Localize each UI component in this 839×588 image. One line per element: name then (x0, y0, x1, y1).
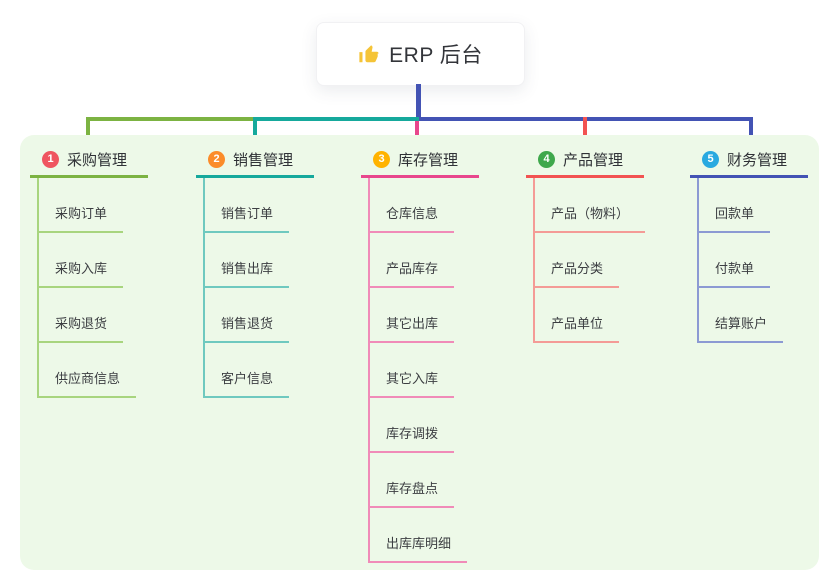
branch-item[interactable]: 产品单位 (533, 288, 645, 343)
branch-label: 财务管理 (727, 151, 788, 169)
root-node[interactable]: ERP 后台 (316, 22, 525, 86)
branch-item[interactable]: 结算账户 (697, 288, 784, 343)
connector-bus-left (86, 117, 255, 121)
branch-item-label: 销售出库 (203, 258, 290, 288)
branch-item[interactable]: 销售退货 (203, 288, 290, 343)
branch-item[interactable]: 采购订单 (37, 178, 136, 233)
branch: 1 采购管理 采购订单 采购入库 采购退货 供应商信息 (30, 143, 180, 398)
branch-number-badge: 2 (208, 150, 225, 168)
branch-number-badge: 1 (42, 150, 59, 168)
branches-panel: 1 采购管理 采购订单 采购入库 采购退货 供应商信息 2 销售管理 销售订单 … (20, 135, 819, 570)
root-label: ERP 后台 (389, 44, 483, 67)
branch-items: 产品（物料） 产品分类 产品单位 (533, 178, 646, 343)
branch-items: 销售订单 销售出库 销售退货 客户信息 (203, 178, 290, 398)
branch-title[interactable]: 5 财务管理 (690, 143, 808, 178)
branch-items: 仓库信息 产品库存 其它出库 其它入库 库存调拨 库存盘点 出库库明细 (368, 178, 468, 563)
branch-connector-line (368, 178, 370, 561)
branch-item[interactable]: 库存调拨 (368, 398, 467, 453)
branch-connector-line (533, 178, 535, 341)
branch-title[interactable]: 2 销售管理 (196, 143, 314, 178)
branch-item-label: 结算账户 (697, 313, 784, 343)
branch-item-label: 采购退货 (37, 313, 124, 343)
branch-item[interactable]: 销售出库 (203, 233, 290, 288)
branch-item-label: 其它入库 (368, 368, 455, 398)
branch-items: 采购订单 采购入库 采购退货 供应商信息 (37, 178, 137, 398)
branch-item[interactable]: 销售订单 (203, 178, 290, 233)
branch-item[interactable]: 产品库存 (368, 233, 467, 288)
branch-label: 销售管理 (233, 151, 294, 169)
branch-item-label: 供应商信息 (37, 368, 137, 398)
branch-item-label: 产品库存 (368, 258, 455, 288)
branch-number-badge: 5 (702, 150, 719, 168)
branch-item[interactable]: 客户信息 (203, 343, 290, 398)
branch-item-label: 产品单位 (533, 313, 620, 343)
branch-item-label: 仓库信息 (368, 203, 455, 233)
branch-item[interactable]: 采购退货 (37, 288, 136, 343)
branch-item[interactable]: 供应商信息 (37, 343, 137, 398)
branch-connector-line (697, 178, 699, 341)
branch-item[interactable]: 产品分类 (533, 233, 645, 288)
branch-number-badge: 4 (538, 150, 555, 168)
branch: 4 产品管理 产品（物料） 产品分类 产品单位 (526, 143, 676, 343)
branch-label: 采购管理 (67, 151, 128, 169)
branch-item-label: 销售退货 (203, 313, 290, 343)
branch-number-badge: 3 (373, 150, 390, 168)
branch-title[interactable]: 1 采购管理 (30, 143, 148, 178)
branch-item-label: 库存调拨 (368, 423, 455, 453)
branch-item[interactable]: 回款单 (697, 178, 783, 233)
connector-drop-branch2 (253, 117, 257, 148)
branch-title[interactable]: 3 库存管理 (361, 143, 479, 178)
branch-item-label: 付款单 (697, 258, 771, 288)
branch-item[interactable]: 出库库明细 (368, 508, 468, 563)
branch-item[interactable]: 产品（物料） (533, 178, 646, 233)
branch-label: 库存管理 (398, 151, 459, 169)
branch-title[interactable]: 4 产品管理 (526, 143, 644, 178)
branch-item[interactable]: 付款单 (697, 233, 783, 288)
connector-bus-middle (255, 117, 419, 121)
branch-item-label: 库存盘点 (368, 478, 455, 508)
branch: 5 财务管理 回款单 付款单 结算账户 (690, 143, 839, 343)
branch-item[interactable]: 库存盘点 (368, 453, 467, 508)
branch: 3 库存管理 仓库信息 产品库存 其它出库 其它入库 库存调拨 库存盘点 出库库… (361, 143, 511, 563)
branch-item-label: 出库库明细 (368, 533, 468, 563)
branch-item[interactable]: 采购入库 (37, 233, 136, 288)
branch-item-label: 产品（物料） (533, 203, 646, 233)
branch-item[interactable]: 仓库信息 (368, 178, 467, 233)
connector-drop-branch3 (415, 121, 419, 148)
branch-item[interactable]: 其它出库 (368, 288, 467, 343)
branch-item-label: 采购入库 (37, 258, 124, 288)
branch-item[interactable]: 其它入库 (368, 343, 467, 398)
branch-label: 产品管理 (563, 151, 624, 169)
thumbs-up-icon (359, 45, 379, 63)
connector-drop-branch4 (583, 117, 587, 148)
branch-item-label: 产品分类 (533, 258, 620, 288)
branch-item-label: 销售订单 (203, 203, 290, 233)
connector-drop-branch5 (749, 117, 753, 148)
branch-item-label: 采购订单 (37, 203, 124, 233)
branch-item-label: 客户信息 (203, 368, 290, 398)
branch-item-label: 其它出库 (368, 313, 455, 343)
connector-drop-branch1 (86, 117, 90, 148)
branch: 2 销售管理 销售订单 销售出库 销售退货 客户信息 (196, 143, 346, 398)
branch-items: 回款单 付款单 结算账户 (697, 178, 784, 343)
branch-item-label: 回款单 (697, 203, 771, 233)
connector-root-drop (416, 84, 421, 121)
